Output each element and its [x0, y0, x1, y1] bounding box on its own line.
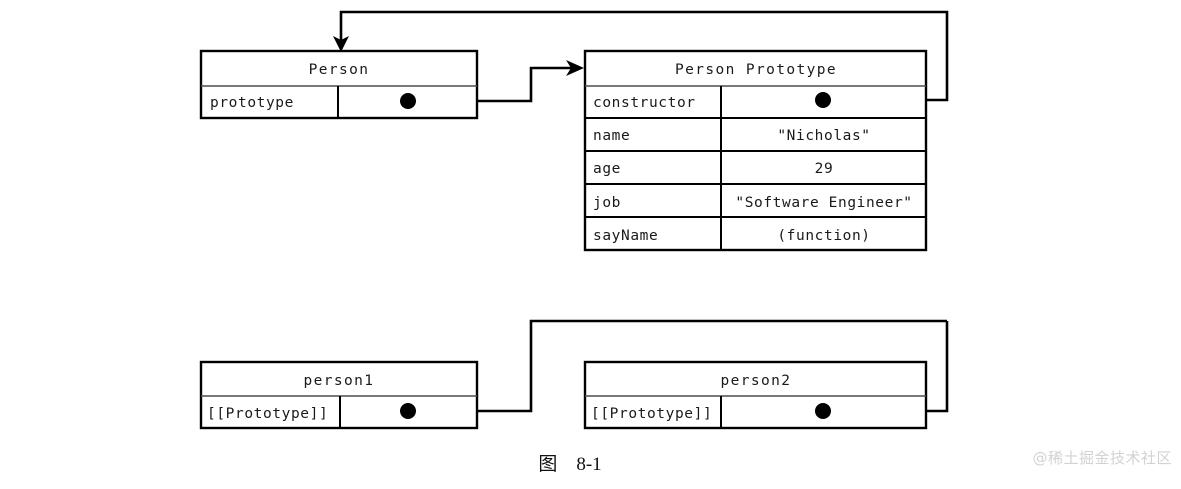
arrowhead-down-into-person: [333, 36, 349, 52]
person-prototype-row-4-value: (function): [777, 228, 870, 244]
arrowhead-right-into-prototype-box: [566, 60, 584, 76]
person-prototype-row-1-key: name: [593, 128, 630, 144]
person-title: Person: [309, 62, 370, 78]
person-prototype-row-4-key: sayName: [593, 228, 658, 244]
person-prototype-row-0-key: constructor: [593, 95, 696, 111]
box-person[interactable]: Person prototype: [199, 49, 479, 120]
person-prototype-row-2-value: 29: [815, 161, 834, 177]
person-row-0-key: prototype: [210, 95, 294, 111]
person-prototype-title: Person Prototype: [675, 62, 837, 78]
person-prototype-row-3-key: job: [593, 195, 621, 211]
person-prototype-row-1-value: "Nicholas": [777, 128, 870, 144]
person1-title: person1: [304, 373, 375, 389]
person1-row-0-key: [[Prototype]]: [207, 406, 328, 422]
person2-row-0-key: [[Prototype]]: [591, 406, 712, 422]
person2-title: person2: [721, 373, 792, 389]
box-person-prototype[interactable]: Person Prototype constructor name "Nicho…: [583, 49, 928, 252]
person-prototype-reference-dot: [400, 93, 416, 109]
person1-prototype-reference-dot: [400, 403, 416, 419]
figure-caption: 图 8-1: [538, 454, 601, 475]
box-person2[interactable]: person2 [[Prototype]]: [583, 360, 928, 430]
person2-prototype-reference-dot: [815, 403, 831, 419]
person-prototype-row-2-key: age: [593, 161, 621, 177]
constructor-reference-dot: [815, 92, 831, 108]
person-prototype-row-3-value: "Software Engineer": [735, 195, 912, 211]
person2-box-outline: [583, 360, 928, 430]
box-person1[interactable]: person1 [[Prototype]]: [199, 360, 479, 430]
watermark: @稀土掘金技术社区: [1032, 449, 1172, 467]
